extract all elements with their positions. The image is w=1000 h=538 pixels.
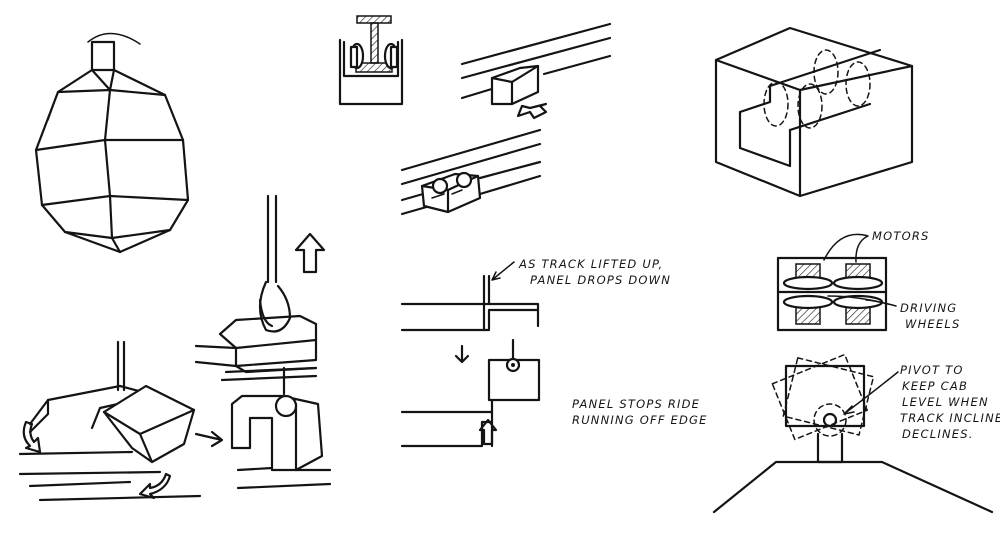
- label-driving-wheels-line1: DRIVING: [900, 301, 957, 315]
- note-pivot-line2: KEEP CAB: [902, 379, 968, 393]
- note-panel-stop-line2: RUNNING OFF EDGE: [572, 413, 708, 427]
- note-pivot-line1: PIVOT TO: [900, 363, 964, 377]
- drive-housing-sketch: [714, 26, 914, 198]
- note-pivot-line5: DECLINES.: [902, 427, 974, 441]
- note-track-lift-line2: PANEL DROPS DOWN: [530, 273, 671, 287]
- rail-cab-sketch: [18, 340, 202, 502]
- note-track-lift-line1: AS TRACK LIFTED UP,: [518, 257, 663, 271]
- rail-shuttle-sketch: [460, 22, 612, 120]
- label-driving-wheels-line2: WHEELS: [905, 317, 960, 331]
- bogie-sketch: [400, 128, 542, 216]
- monorail-section-sketch: [338, 15, 404, 106]
- note-panel-stop-line1: PANEL STOPS RIDE: [572, 397, 700, 411]
- note-pivot-line4: TRACK INCLINES/: [900, 411, 1000, 425]
- note-pivot-line3: LEVEL WHEN: [902, 395, 989, 409]
- hook-bracket-sketch: [194, 194, 326, 382]
- label-motors: MOTORS: [872, 229, 930, 243]
- pivot-cab-sketch: PIVOT TO KEEP CAB LEVEL WHEN TRACK INCLI…: [712, 353, 1000, 514]
- faceted-cab-sketch: [34, 32, 190, 254]
- track-lift-sketch: AS TRACK LIFTED UP, PANEL DROPS DOWN PAN…: [400, 257, 708, 448]
- motors-layout-sketch: MOTORS DRIVING WHEELS: [776, 229, 960, 332]
- lower-bracket-sketch: [194, 366, 332, 490]
